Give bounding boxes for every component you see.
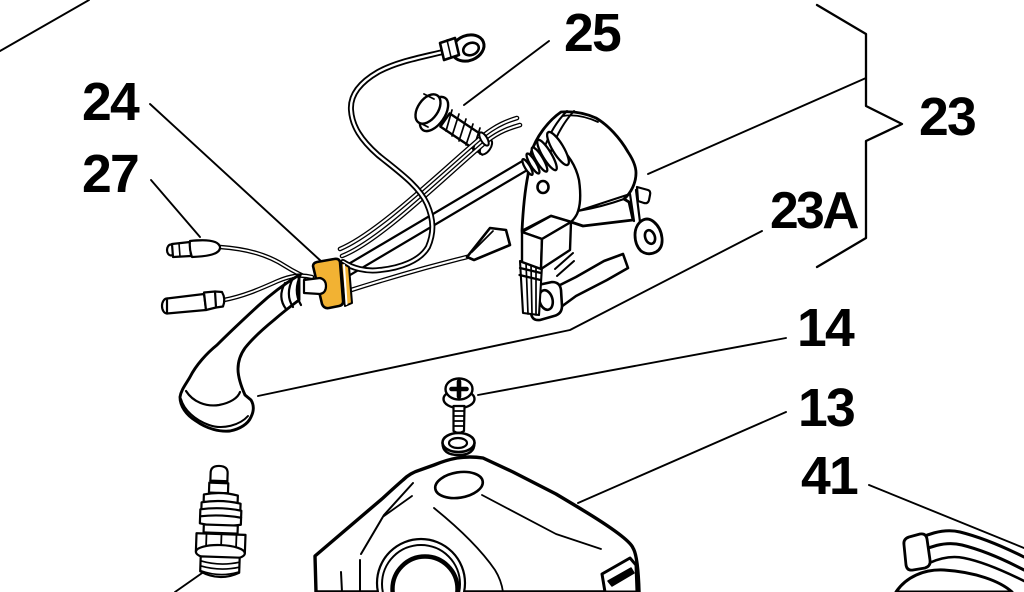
svg-text:23: 23: [919, 88, 975, 147]
svg-text:13: 13: [798, 379, 854, 438]
svg-text:25: 25: [564, 4, 621, 63]
svg-text:41: 41: [801, 447, 858, 506]
svg-text:14: 14: [797, 299, 855, 358]
svg-text:23A: 23A: [770, 181, 858, 239]
svg-text:24: 24: [82, 73, 140, 132]
svg-text:27: 27: [82, 145, 138, 204]
